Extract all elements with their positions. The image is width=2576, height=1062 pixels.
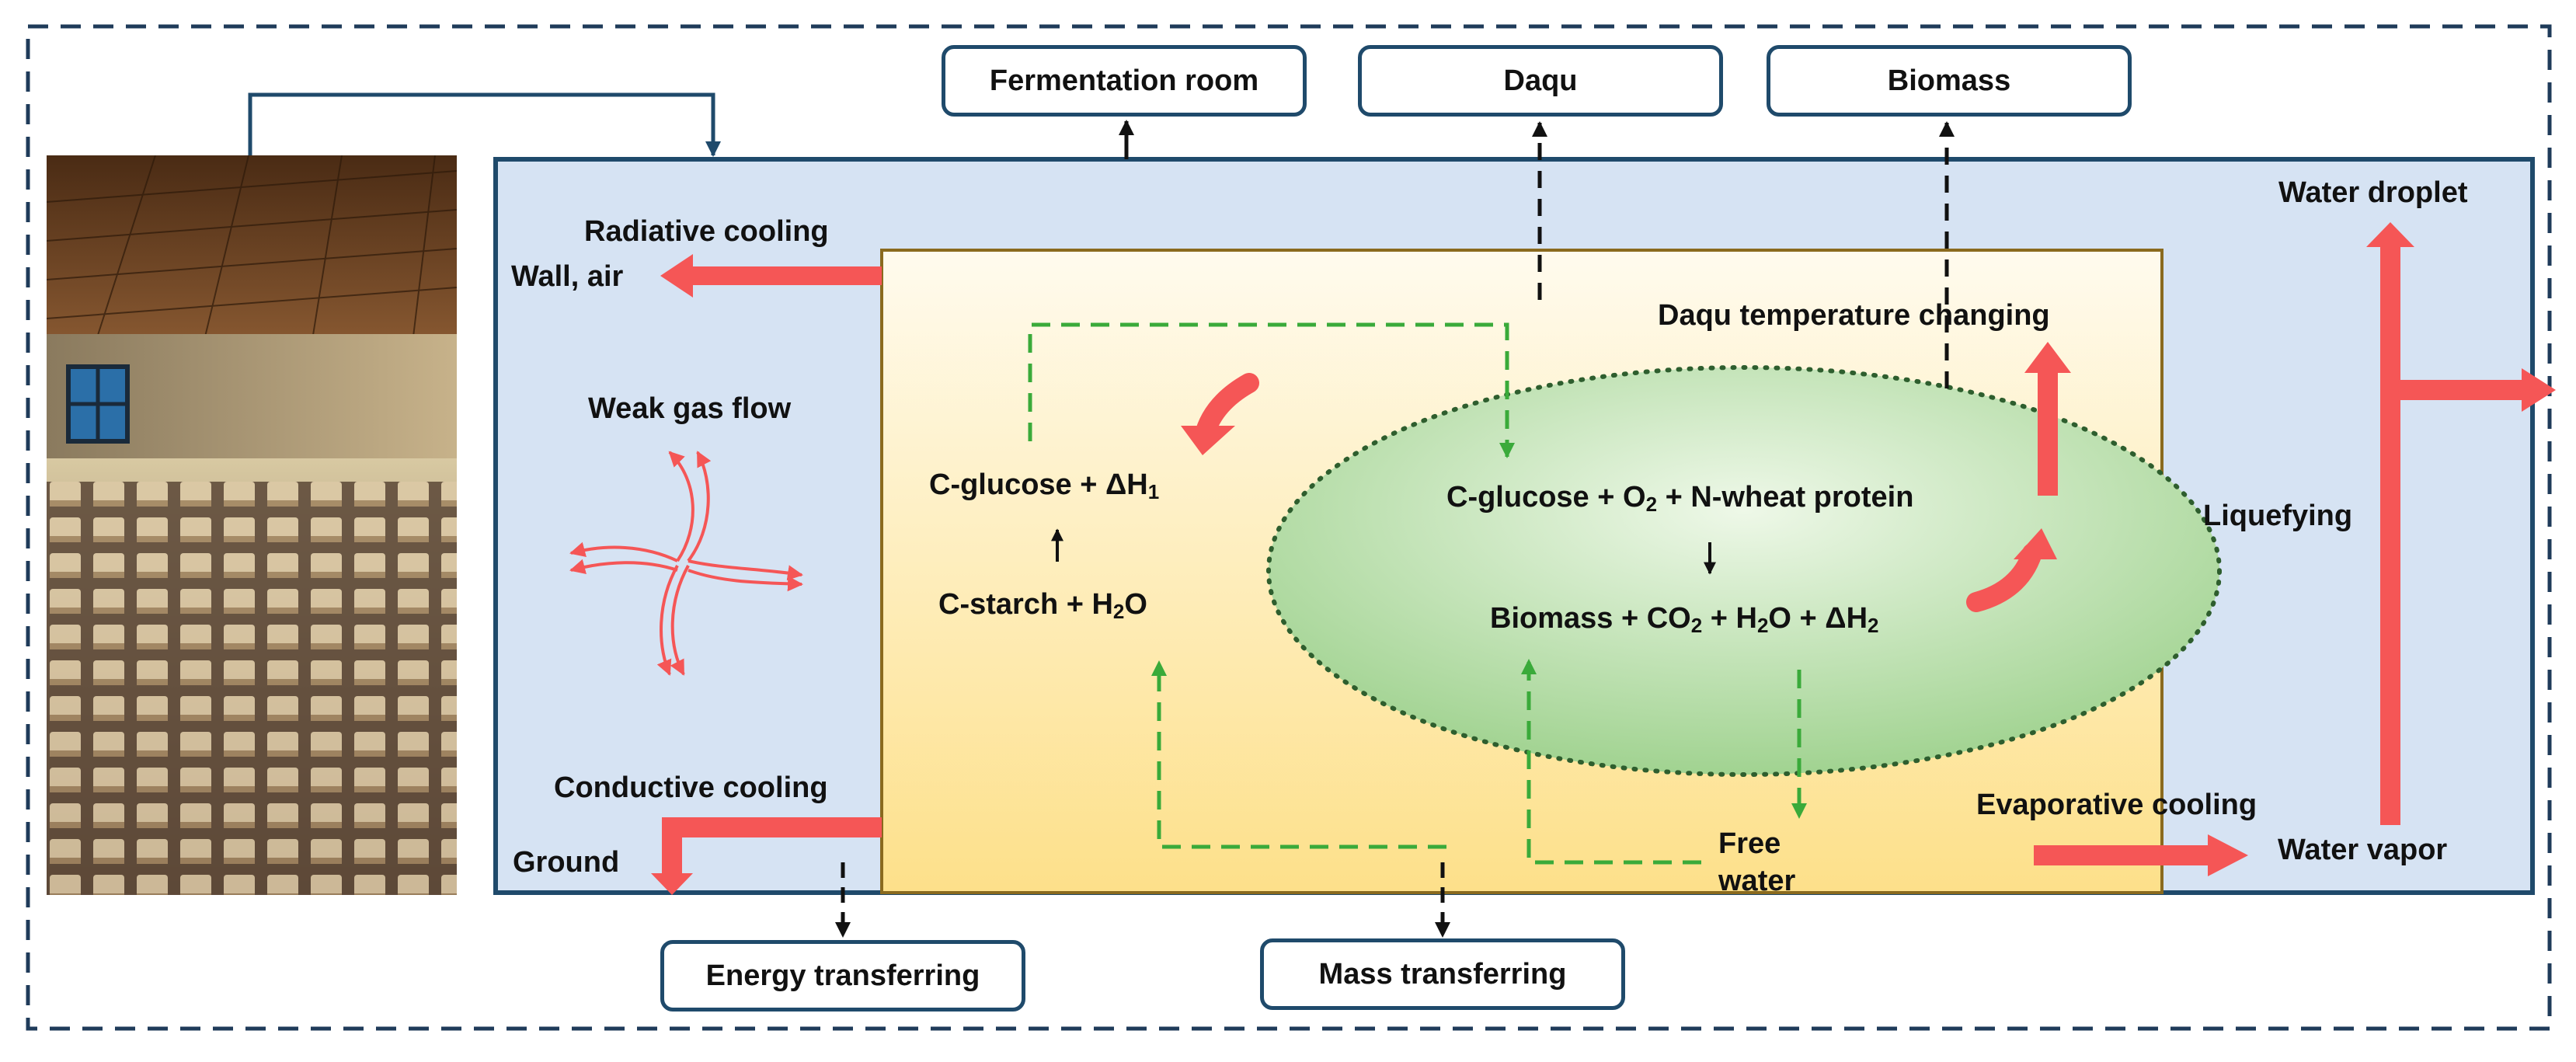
mass-transferring-box-label: Mass transferring — [1318, 957, 1567, 991]
liquefying-label: Liquefying — [2203, 500, 2353, 532]
daqu-temperature-arrow — [2024, 342, 2071, 496]
daqu-box: Daqu — [1358, 45, 1723, 117]
water-vapor-label: Water vapor — [2278, 834, 2448, 866]
photo-to-room-connector — [248, 92, 721, 157]
green-flow-top — [1028, 322, 1515, 458]
mass-transferring-box: Mass transferring — [1260, 938, 1625, 1010]
water-droplet-label: Water droplet — [2278, 176, 2468, 209]
ground-label: Ground — [513, 846, 620, 879]
curved-heat-arrow-left — [1181, 373, 1259, 455]
reaction-biomass: Biomass + CO2 + H2O + ΔH2 — [1490, 602, 1879, 637]
reaction-glucose-dh1: C-glucose + ΔH1 — [929, 468, 1160, 503]
biomass-box: Biomass — [1767, 45, 2132, 117]
curved-heat-arrow-right — [1966, 528, 2057, 612]
reaction-starch: C-starch + H2O — [938, 588, 1147, 623]
free-water-label-line1: Free — [1718, 827, 1781, 860]
fermentation-room-photo — [47, 155, 457, 895]
radiative-cooling-arrow — [660, 254, 882, 298]
photo-illustration — [47, 155, 457, 895]
energy-transferring-box-label: Energy transferring — [705, 959, 980, 992]
liquefying-arrows — [2366, 222, 2556, 825]
reaction-glucose-o2: C-glucose + O2 + N-wheat protein — [1446, 481, 1914, 516]
microbial-ellipse — [1266, 365, 2222, 777]
biomass-box-label: Biomass — [1887, 64, 2011, 97]
free-water-label-line2: water — [1718, 865, 1796, 897]
wall-air-label: Wall, air — [511, 260, 624, 293]
conductive-cooling-arrow — [651, 817, 882, 895]
energy-transferring-box: Energy transferring — [660, 940, 1025, 1012]
green-flow-bottom-right — [1521, 659, 1701, 865]
fermentation-room-box: Fermentation room — [942, 45, 1307, 117]
daqu-box-label: Daqu — [1503, 64, 1578, 97]
gas-flow-curved-arrows-icon — [569, 451, 803, 676]
radiative-cooling-label: Radiative cooling — [584, 215, 829, 248]
weak-gas-flow-label: Weak gas flow — [588, 392, 792, 425]
fermentation-room-box-label: Fermentation room — [989, 64, 1259, 97]
green-flow-bottom-left — [1151, 660, 1446, 849]
evaporative-cooling-label: Evaporative cooling — [1976, 789, 2257, 821]
evaporative-cooling-arrow — [2034, 834, 2248, 876]
conductive-cooling-label: Conductive cooling — [554, 771, 828, 804]
daqu-temperature-changing-label: Daqu temperature changing — [1658, 299, 2050, 332]
